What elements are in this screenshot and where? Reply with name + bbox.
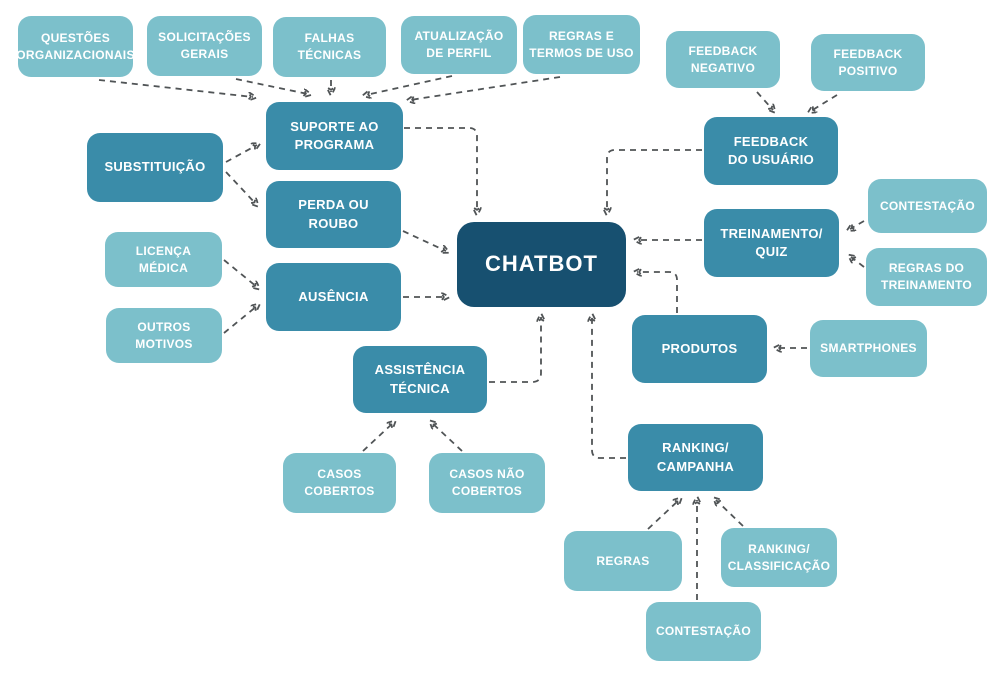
node-contestacao-2: CONTESTAÇÃO (646, 602, 761, 661)
edge-ranking-campanha-to-chatbot (592, 317, 626, 459)
node-ranking-classificacao: RANKING/ CLASSIFICAÇÃO (721, 528, 837, 587)
node-feedback-negativo: FEEDBACK NEGATIVO (666, 31, 780, 88)
edge-substituicao-to-perda-ou-roubo (225, 171, 256, 204)
edge-suporte-ao-programa-to-chatbot (404, 127, 477, 212)
node-falhas-tecnicas: FALHAS TÉCNICAS (273, 17, 386, 77)
edge-casos-nao-cobertos-to-assistencia-tecnica (432, 423, 463, 452)
node-regras: REGRAS (564, 531, 682, 591)
node-ranking-campanha: RANKING/ CAMPANHA (628, 424, 763, 491)
node-ausencia: AUSÊNCIA (266, 263, 401, 331)
node-smartphones: SMARTPHONES (810, 320, 927, 377)
node-feedback-positivo: FEEDBACK POSITIVO (811, 34, 925, 91)
node-atualizacao-de-perfil: ATUALIZAÇÃO DE PERFIL (401, 16, 517, 74)
edge-regras-do-treinamento-to-treinamento-quiz (851, 257, 865, 268)
node-suporte-ao-programa: SUPORTE AO PROGRAMA (266, 102, 403, 170)
edge-feedback-negativo-to-feedback-do-usuario (756, 91, 773, 110)
edge-contestacao-to-treinamento-quiz (850, 221, 865, 229)
edge-perda-ou-roubo-to-chatbot (402, 230, 446, 251)
node-substituicao: SUBSTITUIÇÃO (87, 133, 223, 202)
node-solicitacoes-gerais: SOLICITAÇÕES GERAIS (147, 16, 262, 76)
node-regras-e-termos-de-uso: REGRAS E TERMOS DE USO (523, 15, 640, 74)
node-perda-ou-roubo: PERDA OU ROUBO (266, 181, 401, 248)
node-treinamento-quiz: TREINAMENTO/ QUIZ (704, 209, 839, 277)
node-regras-do-treinamento: REGRAS DO TREINAMENTO (866, 248, 987, 306)
edge-casos-cobertos-to-assistencia-tecnica (362, 423, 393, 452)
edge-feedback-do-usuario-to-chatbot (607, 149, 702, 212)
edge-ranking-classificacao-to-ranking-campanha (716, 500, 744, 527)
node-questoes-organizacionais: QUESTÕES ORGANIZACIONAIS (16, 16, 134, 77)
edge-outros-motivos-to-ausencia (223, 306, 257, 334)
edge-regras-e-termos-de-uso-to-suporte-ao-programa (410, 76, 561, 100)
node-produtos: PRODUTOS (632, 315, 767, 383)
node-assistencia-tecnica: ASSISTÊNCIA TÉCNICA (353, 346, 487, 413)
node-feedback-do-usuario: FEEDBACK DO USUÁRIO (704, 117, 838, 185)
edge-questoes-organizacionais-to-suporte-ao-programa (98, 79, 253, 97)
edge-produtos-to-chatbot (637, 272, 678, 313)
edge-assistencia-tecnica-to-chatbot (489, 317, 541, 383)
edge-licenca-medica-to-ausencia (223, 259, 257, 287)
edge-substituicao-to-suporte-ao-programa (225, 145, 257, 163)
node-chatbot: CHATBOT (457, 222, 626, 307)
edge-solicitacoes-gerais-to-suporte-ao-programa (235, 78, 308, 94)
node-outros-motivos: OUTROS MOTIVOS (106, 308, 222, 363)
node-licenca-medica: LICENÇA MÉDICA (105, 232, 222, 287)
edge-regras-to-ranking-campanha (647, 500, 679, 530)
edge-feedback-positivo-to-feedback-do-usuario (811, 94, 838, 111)
node-casos-cobertos: CASOS COBERTOS (283, 453, 396, 513)
edge-atualizacao-de-perfil-to-suporte-ao-programa (366, 75, 453, 95)
node-casos-nao-cobertos: CASOS NÃO COBERTOS (429, 453, 545, 513)
node-contestacao: CONTESTAÇÃO (868, 179, 987, 233)
